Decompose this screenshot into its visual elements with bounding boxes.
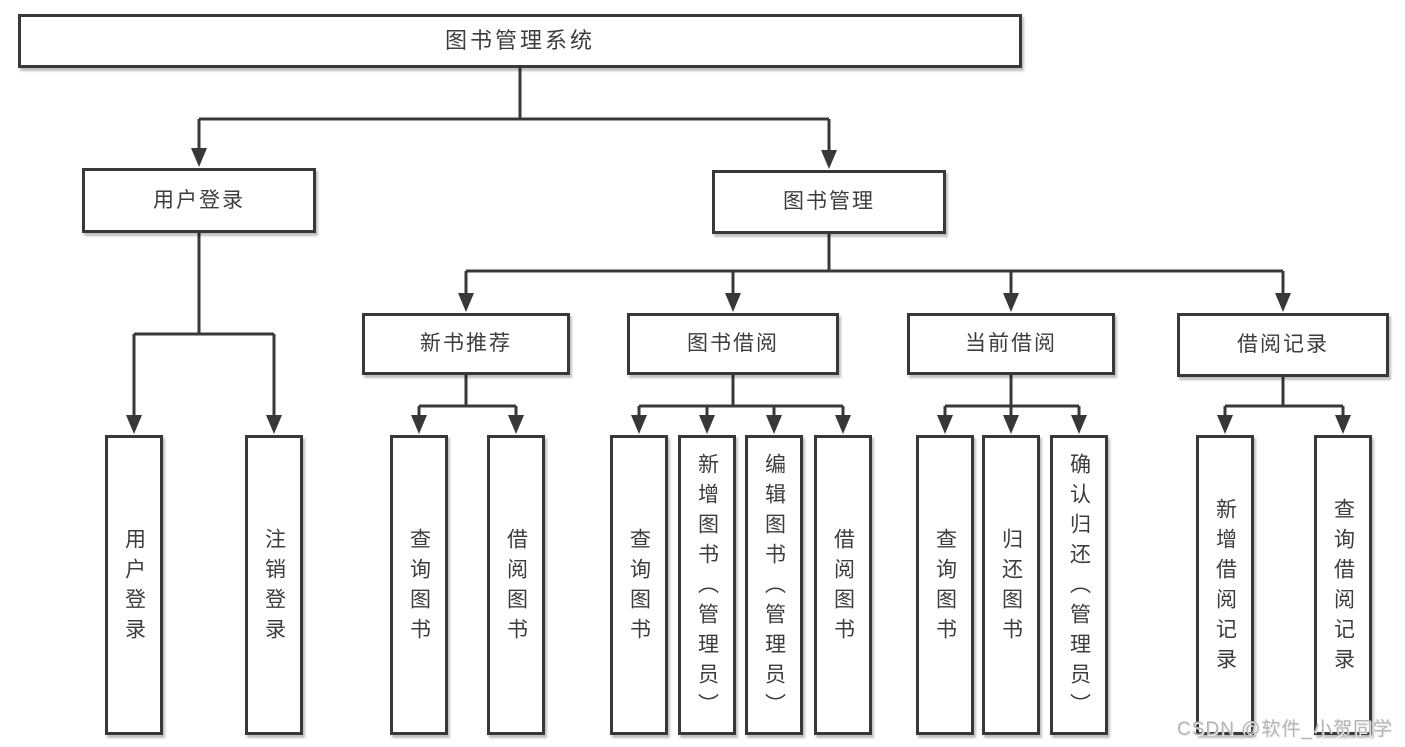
arrowhead-down-icon	[766, 415, 782, 434]
arrowhead-down-icon	[126, 415, 142, 434]
node-label: 用户登录	[153, 188, 245, 212]
leaf-records-query-record: 查询借阅记录	[1314, 435, 1372, 735]
node-label: 用户登录	[122, 528, 146, 648]
node-label: 新增图书（管理员）	[695, 453, 719, 723]
node-label: 编辑图书（管理员）	[762, 453, 786, 723]
arrowhead-down-icon	[266, 415, 282, 434]
leaf-borrowing-edit-books-admin: 编辑图书（管理员）	[745, 435, 803, 735]
arrowhead-down-icon	[835, 415, 851, 434]
node-label: 查询图书	[407, 528, 431, 648]
node-label: 归还图书	[999, 528, 1023, 648]
connector-user-login-to-leaves	[126, 233, 282, 434]
leaf-current-query-books: 查询图书	[916, 435, 974, 735]
connector-current-borrow-to-leaves	[937, 375, 1087, 434]
connector-borrow-records-to-leaves	[1217, 377, 1351, 434]
leaf-current-return-books: 归还图书	[982, 435, 1040, 735]
connector-book-mgmt-to-level2	[458, 234, 1291, 312]
leaf-borrowing-borrow-books: 借阅图书	[814, 435, 872, 735]
arrowhead-down-icon	[937, 415, 953, 434]
node-label: 查询借阅记录	[1331, 498, 1355, 678]
node-label: 借阅记录	[1237, 333, 1329, 357]
arrowhead-down-icon	[821, 150, 837, 169]
connector-root-to-level1	[191, 68, 837, 169]
node-label: 查询图书	[627, 528, 651, 648]
node-current-borrowing: 当前借阅	[907, 313, 1115, 375]
leaf-user-login: 用户登录	[105, 435, 163, 735]
leaf-newbooks-borrow-books: 借阅图书	[487, 435, 545, 735]
node-book-borrowing: 图书借阅	[627, 313, 839, 375]
leaf-newbooks-query-books: 查询图书	[390, 435, 448, 735]
arrowhead-down-icon	[725, 293, 741, 312]
arrowhead-down-icon	[1003, 293, 1019, 312]
connector-new-books-to-leaves	[411, 375, 524, 434]
node-label: 借阅图书	[504, 528, 528, 648]
node-label: 图书管理	[783, 190, 875, 214]
arrowhead-down-icon	[1217, 415, 1233, 434]
arrowhead-down-icon	[1003, 415, 1019, 434]
arrowhead-down-icon	[699, 415, 715, 434]
node-label: 确认归还（管理员）	[1067, 453, 1091, 723]
node-label: 借阅图书	[831, 528, 855, 648]
arrowhead-down-icon	[1335, 415, 1351, 434]
node-new-book-recommend: 新书推荐	[362, 313, 570, 375]
arrowhead-down-icon	[1071, 415, 1087, 434]
node-label: 查询图书	[933, 528, 957, 648]
node-label: 注销登录	[262, 528, 286, 648]
node-label: 新书推荐	[420, 332, 512, 356]
node-root-library-system: 图书管理系统	[18, 14, 1022, 68]
node-label: 新增借阅记录	[1213, 498, 1237, 678]
arrowhead-down-icon	[508, 415, 524, 434]
leaf-borrowing-add-books-admin: 新增图书（管理员）	[678, 435, 736, 735]
connector-book-borrow-to-leaves	[631, 375, 851, 434]
node-user-login: 用户登录	[82, 168, 316, 233]
arrowhead-down-icon	[631, 415, 647, 434]
node-label: 当前借阅	[965, 332, 1057, 356]
node-borrow-records: 借阅记录	[1177, 313, 1389, 377]
leaf-records-add-record: 新增借阅记录	[1196, 435, 1254, 735]
leaf-logout: 注销登录	[245, 435, 303, 735]
leaf-current-confirm-return-admin: 确认归还（管理员）	[1050, 435, 1108, 735]
arrowhead-down-icon	[411, 415, 427, 434]
arrowhead-down-icon	[191, 148, 207, 167]
leaf-borrowing-query-books: 查询图书	[610, 435, 668, 735]
arrowhead-down-icon	[1275, 293, 1291, 312]
watermark: CSDN @软件_小贺同学	[1177, 719, 1393, 740]
node-label: 图书借阅	[687, 332, 779, 356]
node-book-management: 图书管理	[712, 170, 946, 234]
node-label: 图书管理系统	[444, 27, 595, 53]
arrowhead-down-icon	[458, 293, 474, 312]
